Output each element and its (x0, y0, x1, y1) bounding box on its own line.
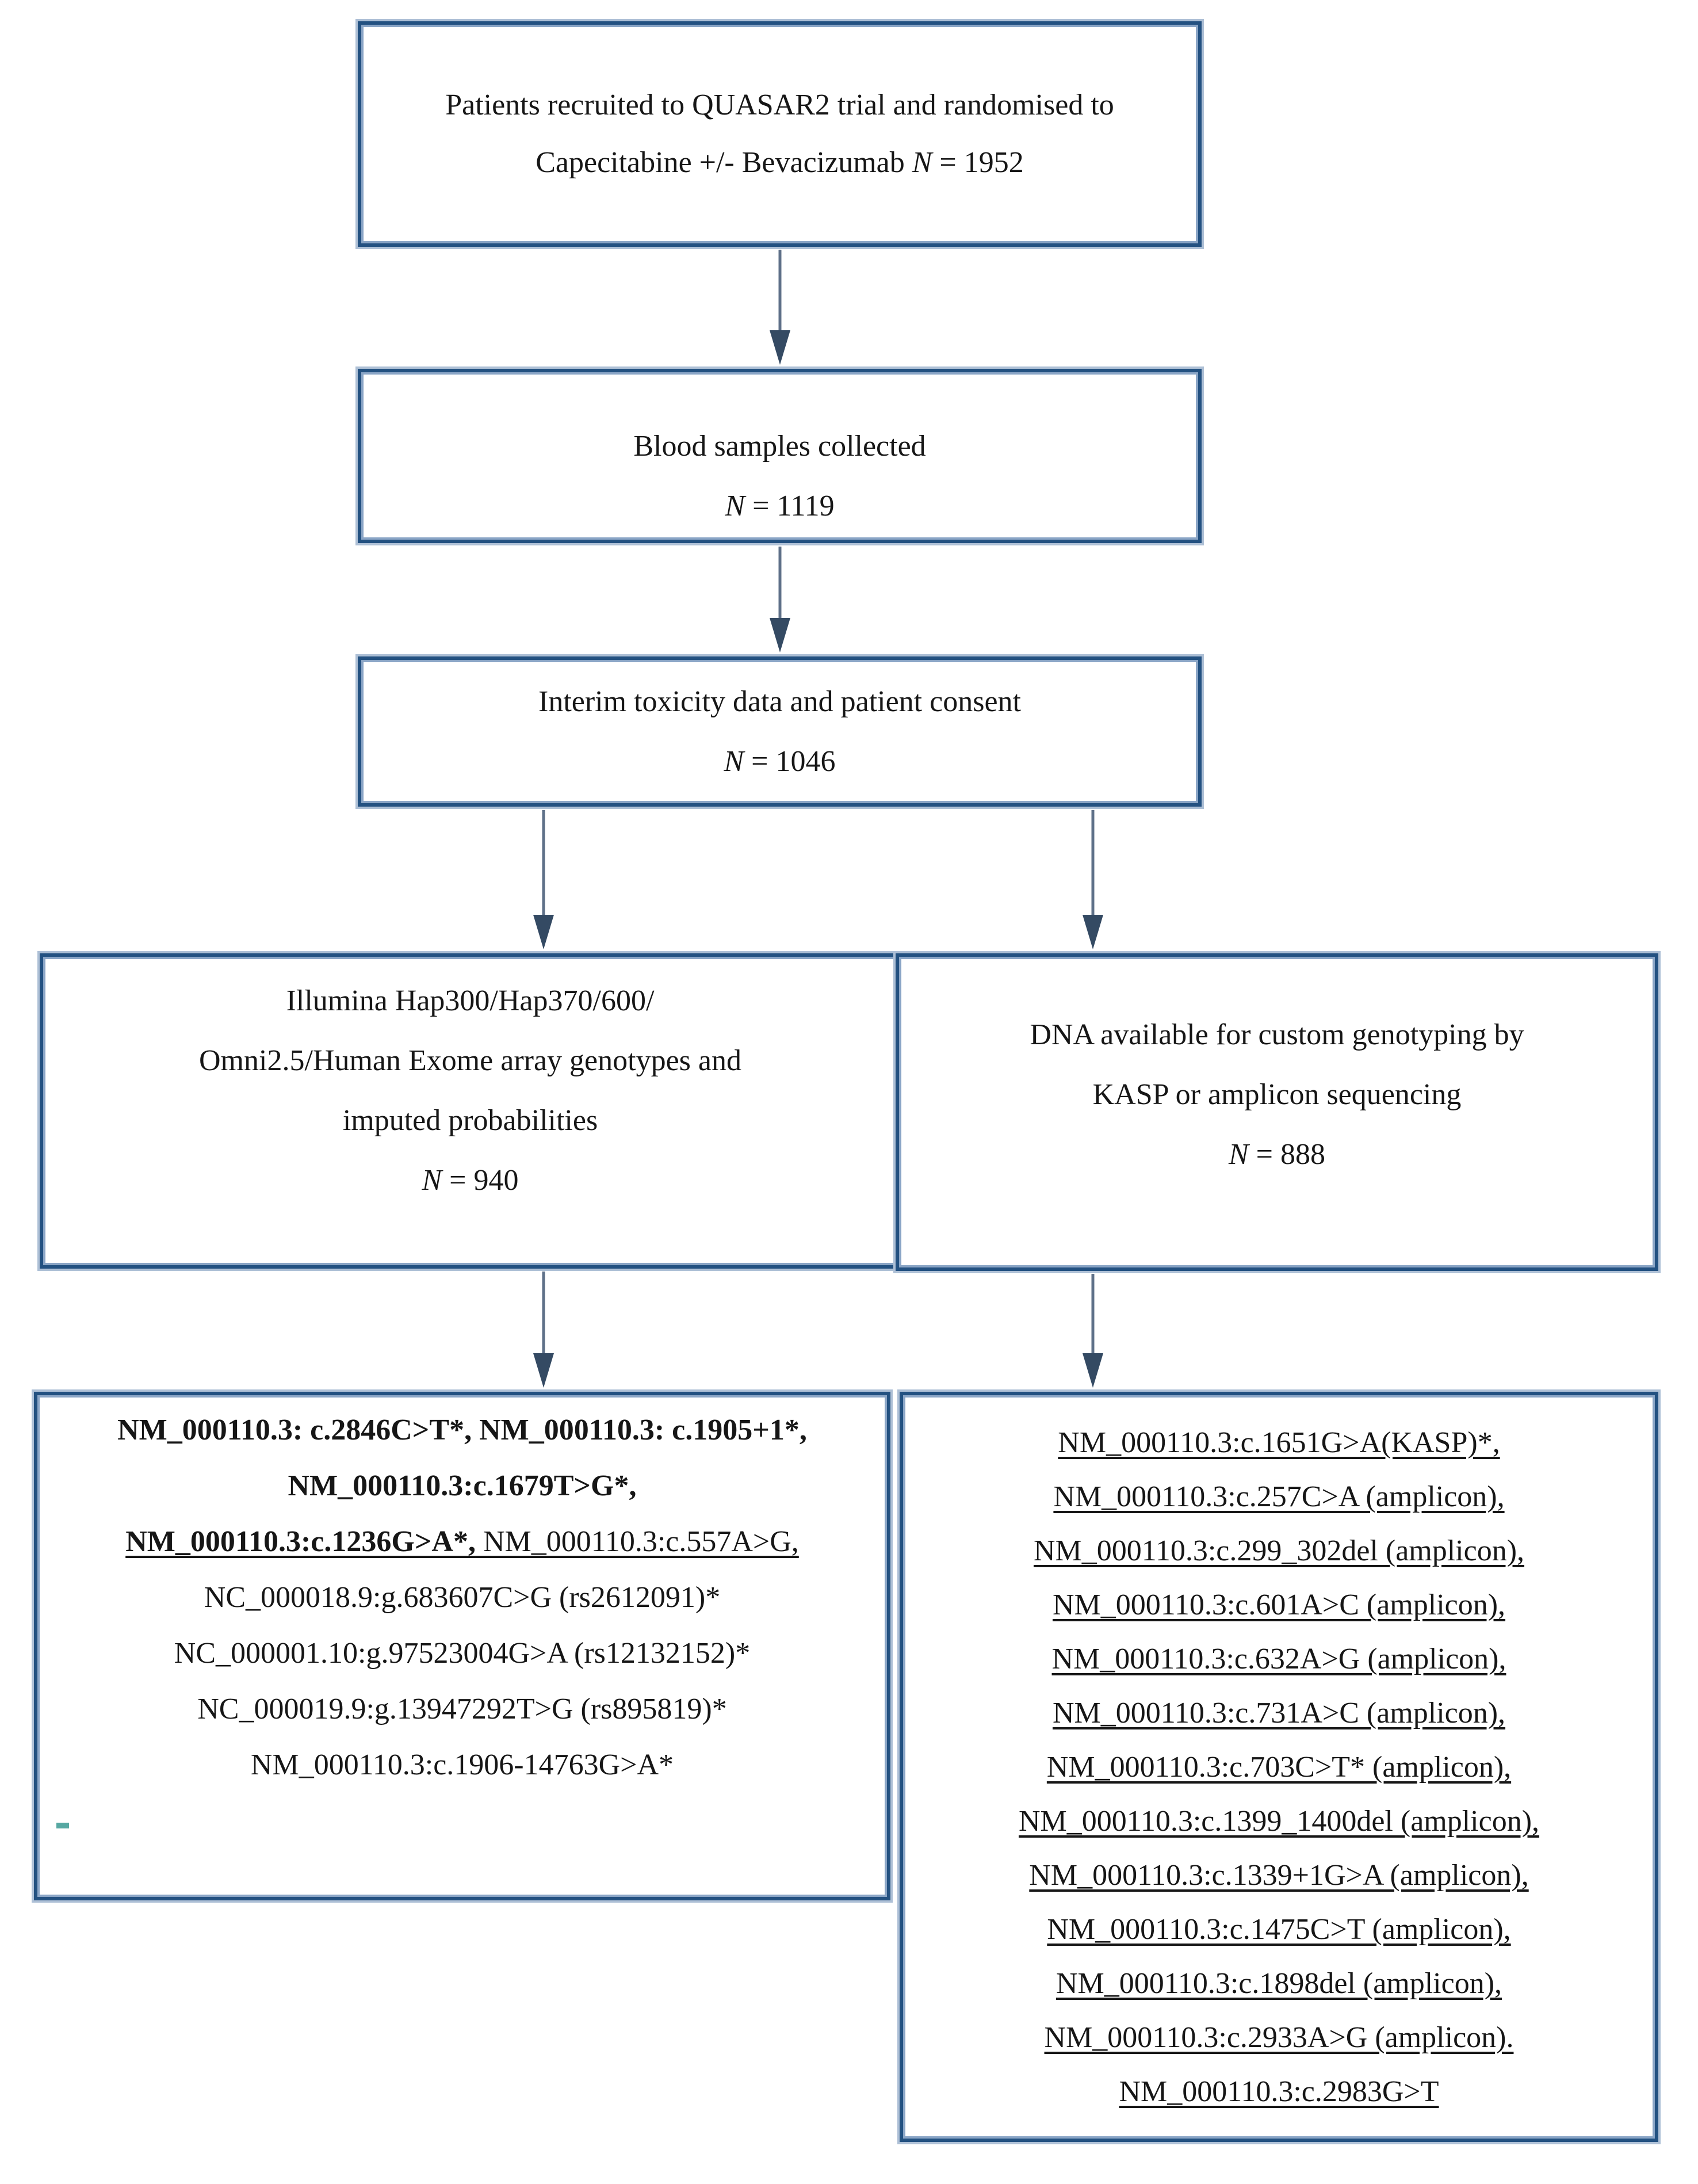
text-segment: NM_000110.3:c.731A>C (amplicon), (1052, 1697, 1506, 1729)
box-dna-n: N = 888 (919, 1125, 1635, 1185)
box-dna-available: DNA available for custom genotyping by KA… (893, 951, 1661, 1273)
box-blood-n: N = 1119 (381, 476, 1179, 536)
text-segment: NC_000001.10:g.97523004G>A (rs12132152)* (174, 1637, 751, 1670)
stray-teal-mark (56, 1823, 69, 1828)
arrow-head-icon (1083, 1353, 1103, 1388)
box-dna-content: DNA available for custom genotyping by KA… (896, 994, 1658, 1231)
box-variants-kasp-amplicon: NM_000110.3:c.1651G>A(KASP)*, NM_000110.3… (897, 1389, 1661, 2144)
box-illumina-array: Illumina Hap300/Hap370/600/Omni2.5/Human… (37, 951, 903, 1271)
text-segment: NC_000019.9:g.13947292T>G (rs895819)* (197, 1693, 727, 1725)
text-segment: KASP or amplicon sequencing (1092, 1078, 1462, 1111)
arrow-head-icon (1083, 915, 1103, 949)
n-value: = 1952 (939, 146, 1024, 179)
text-line: NM_000110.3:c.1475C>T (amplicon), (923, 1903, 1635, 1957)
text-line: NM_000110.3:c.731A>C (amplicon), (923, 1686, 1635, 1740)
text-line: Illumina Hap300/Hap370/600/ (63, 971, 878, 1031)
text-line: NM_000110.3:c.257C>A (amplicon), (923, 1470, 1635, 1524)
box-dna-lines: DNA available for custom genotyping by KA… (919, 1005, 1635, 1125)
text-segment: NM_000110.3:c.1475C>T (amplicon), (1047, 1913, 1511, 1946)
text-segment: NM_000110.3:c.1236G>A*, (125, 1525, 476, 1558)
text-segment: NM_000110.3:c.2983G>T (1119, 2075, 1439, 2108)
text-segment: NM_000110.3:c.2933A>G (amplicon). (1044, 2021, 1514, 2054)
box-blood-text: Blood samples collected (633, 429, 926, 463)
text-segment: NM_000110.3:c.1651G>A(KASP)*, (1058, 1426, 1500, 1459)
text-segment: NM_000110.3:c.257C>A (amplicon), (1053, 1480, 1505, 1513)
text-line: NM_000110.3:c.1898del (amplicon), (923, 1957, 1635, 2011)
box-variants-kasp-lines: NM_000110.3:c.1651G>A(KASP)*, NM_000110.3… (900, 1392, 1658, 2130)
text-line: NM_000110.3:c.2983G>T (923, 2065, 1635, 2119)
text-line: Omni2.5/Human Exome array genotypes and (63, 1031, 878, 1091)
text-segment: Omni2.5/Human Exome array genotypes and (199, 1044, 741, 1077)
text-segment: DNA available for custom genotyping by (1030, 1018, 1524, 1051)
text-segment: NM_000110.3:c.1906-14763G>A* (250, 1748, 674, 1781)
n-symbol: N (422, 1164, 442, 1197)
text-segment: NM_000110.3:c.1339+1G>A (amplicon), (1029, 1859, 1529, 1892)
box-interim-text: Interim toxicity data and patient consen… (538, 685, 1021, 718)
n-value: = 888 (1256, 1138, 1325, 1171)
arrow-head-icon (770, 330, 790, 365)
arrow-head-icon (770, 618, 790, 652)
arrow-head-icon (533, 915, 554, 949)
box-recruited-content: Patients recruited to QUASAR2 trial and … (358, 65, 1202, 203)
n-value: = 1046 (751, 744, 836, 778)
text-line: NM_000110.3:c.299_302del (amplicon), (923, 1524, 1635, 1578)
text-segment: NC_000018.9:g.683607C>G (rs2612091)* (204, 1581, 721, 1614)
text-line: NC_000001.10:g.97523004G>A (rs12132152)* (57, 1625, 867, 1681)
text-segment: NM_000110.3:c.632A>G (amplicon), (1051, 1643, 1506, 1675)
text-line: NM_000110.3:c.1236G>A*, NM_000110.3:c.55… (57, 1514, 867, 1570)
n-symbol: N (912, 146, 932, 179)
text-line: NM_000110.3: c.2846C>T*, NM_000110.3: c.… (57, 1402, 867, 1458)
box-variants-array: NM_000110.3: c.2846C>T*, NM_000110.3: c.… (32, 1389, 893, 1903)
text-segment: imputed probabilities (342, 1104, 598, 1137)
text-segment: Illumina Hap300/Hap370/600/ (286, 984, 655, 1017)
text-line: NC_000019.9:g.13947292T>G (rs895819)* (57, 1681, 867, 1737)
box-illumina-lines: Illumina Hap300/Hap370/600/Omni2.5/Human… (63, 971, 878, 1151)
box-interim-n: N = 1046 (381, 732, 1179, 792)
text-segment: NM_000110.3:c.557A>G, (475, 1525, 799, 1558)
box-interim-content: Interim toxicity data and patient consen… (358, 660, 1202, 803)
text-line: NM_000110.3:c.1651G>A(KASP)*, (923, 1416, 1635, 1470)
box-interim-toxicity: Interim toxicity data and patient consen… (355, 654, 1204, 809)
text-line: NM_000110.3:c.601A>C (amplicon), (923, 1578, 1635, 1632)
n-symbol: N (1228, 1138, 1249, 1171)
arrow-head-icon (533, 1353, 554, 1388)
text-segment: NM_000110.3: c.2846C>T*, NM_000110.3: c.… (117, 1414, 807, 1446)
text-line: KASP or amplicon sequencing (919, 1065, 1635, 1125)
box-illumina-n: N = 940 (63, 1151, 878, 1211)
text-line: NM_000110.3:c.1906-14763G>A* (57, 1737, 867, 1793)
text-segment: NM_000110.3:c.1399_1400del (amplicon), (1018, 1805, 1540, 1838)
n-value: = 1119 (752, 489, 835, 522)
text-line: NM_000110.3:c.2933A>G (amplicon). (923, 2011, 1635, 2065)
text-segment: NM_000110.3:c.703C>T* (amplicon), (1046, 1751, 1512, 1784)
n-value: = 940 (449, 1164, 519, 1197)
text-line: DNA available for custom genotyping by (919, 1005, 1635, 1065)
text-line: NM_000110.3:c.1679T>G*, (57, 1458, 867, 1514)
text-segment: NM_000110.3:c.1898del (amplicon), (1055, 1967, 1502, 2000)
text-line: NM_000110.3:c.632A>G (amplicon), (923, 1632, 1635, 1686)
text-line: NC_000018.9:g.683607C>G (rs2612091)* (57, 1570, 867, 1625)
box-illumina-content: Illumina Hap300/Hap370/600/Omni2.5/Human… (40, 960, 901, 1262)
n-symbol: N (724, 744, 744, 778)
box-variants-array-lines: NM_000110.3: c.2846C>T*, NM_000110.3: c.… (34, 1392, 890, 1804)
box-blood-samples: Blood samples collected N = 1119 (355, 366, 1204, 545)
box-recruited-text: Patients recruited to QUASAR2 trial and … (445, 89, 1114, 179)
n-symbol: N (725, 489, 745, 522)
text-segment: NM_000110.3:c.1679T>G*, (288, 1469, 637, 1502)
text-line: NM_000110.3:c.1339+1G>A (amplicon), (923, 1849, 1635, 1903)
box-recruited: Patients recruited to QUASAR2 trial and … (355, 19, 1204, 249)
text-segment: NM_000110.3:c.601A>C (amplicon), (1052, 1589, 1506, 1621)
text-segment: NM_000110.3:c.299_302del (amplicon), (1033, 1534, 1525, 1567)
text-line: NM_000110.3:c.1399_1400del (amplicon), (923, 1794, 1635, 1849)
box-blood-content: Blood samples collected N = 1119 (358, 365, 1202, 548)
text-line: NM_000110.3:c.703C>T* (amplicon), (923, 1740, 1635, 1794)
text-line: imputed probabilities (63, 1091, 878, 1151)
